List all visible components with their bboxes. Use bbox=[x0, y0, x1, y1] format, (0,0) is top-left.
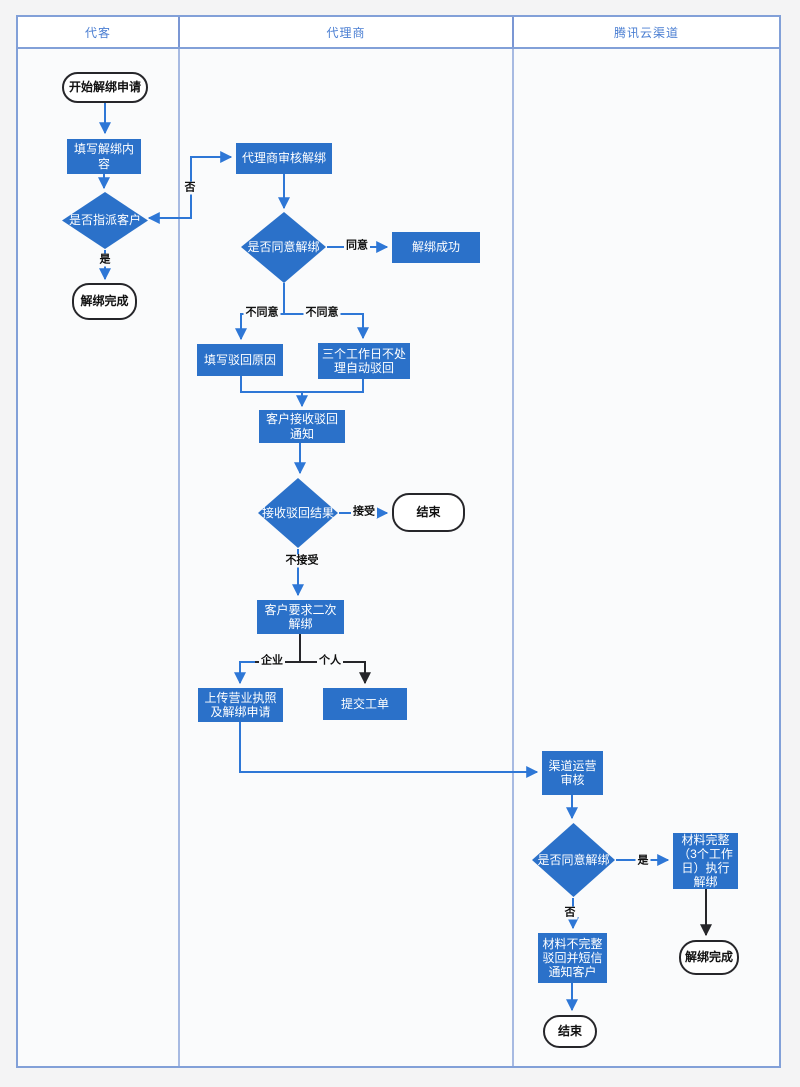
edge-label-personal: 个人 bbox=[317, 654, 343, 668]
node-unbind-success[interactable]: 解绑成功 bbox=[392, 232, 480, 263]
edge-label-reject: 不接受 bbox=[283, 554, 321, 568]
edge-label-yes2: 是 bbox=[635, 854, 651, 868]
edge-label-company: 企业 bbox=[259, 654, 285, 668]
edge-label-agree: 同意 bbox=[344, 239, 370, 253]
node-end-2[interactable]: 结束 bbox=[543, 1015, 597, 1048]
swimlane-frame: 代客 代理商 腾讯云渠道 bbox=[16, 15, 781, 1068]
node-channel-agree-decision[interactable]: 是否同意解绑 bbox=[537, 852, 610, 867]
edge-label-disagree-left: 不同意 bbox=[243, 306, 281, 320]
node-material-complete[interactable]: 材料完整 （3个工作 日）执行 解绑 bbox=[673, 833, 738, 889]
lane-divider-1 bbox=[178, 17, 180, 1066]
node-channel-review[interactable]: 渠道运营 审核 bbox=[542, 751, 603, 795]
node-assign-decision[interactable]: 是否指派客户 bbox=[68, 213, 141, 228]
edge-label-no1: 否 bbox=[182, 181, 198, 195]
node-receive-reject-notice[interactable]: 客户接收驳回 通知 bbox=[259, 410, 345, 443]
node-upload-license[interactable]: 上传营业执照 及解绑申请 bbox=[198, 688, 283, 722]
node-material-incomplete[interactable]: 材料不完整 驳回并短信 通知客户 bbox=[538, 933, 607, 983]
edge-label-accept: 接受 bbox=[351, 505, 377, 519]
edge-label-disagree-right: 不同意 bbox=[303, 306, 341, 320]
node-start[interactable]: 开始解绑申请 bbox=[62, 72, 148, 103]
lane-header-row: 代客 代理商 腾讯云渠道 bbox=[18, 17, 779, 49]
lane-header-customer: 代客 bbox=[18, 17, 180, 47]
node-receive-reject-result[interactable]: 接收驳回结果 bbox=[261, 505, 334, 520]
node-auto-reject[interactable]: 三个工作日不处 理自动驳回 bbox=[318, 343, 410, 379]
node-agent-review[interactable]: 代理商审核解绑 bbox=[236, 143, 332, 174]
edge-label-yes1: 是 bbox=[97, 253, 113, 267]
edge-label-no2: 否 bbox=[562, 906, 578, 920]
node-unbind-done-1[interactable]: 解绑完成 bbox=[72, 283, 137, 320]
node-fill-reject-reason[interactable]: 填写驳回原因 bbox=[197, 344, 283, 376]
lane-header-tencent-channel: 腾讯云渠道 bbox=[613, 25, 679, 40]
node-unbind-done-2[interactable]: 解绑完成 bbox=[679, 940, 739, 975]
node-submit-ticket[interactable]: 提交工单 bbox=[323, 688, 407, 720]
node-agent-agree-decision[interactable]: 是否同意解绑 bbox=[247, 240, 320, 255]
lane-divider-2 bbox=[512, 17, 514, 1066]
node-end-1[interactable]: 结束 bbox=[392, 493, 465, 532]
node-second-unbind[interactable]: 客户要求二次 解绑 bbox=[257, 600, 344, 634]
lane-header-agent: 代理商 bbox=[180, 17, 514, 47]
node-fill-content[interactable]: 填写解绑内 容 bbox=[67, 139, 141, 174]
